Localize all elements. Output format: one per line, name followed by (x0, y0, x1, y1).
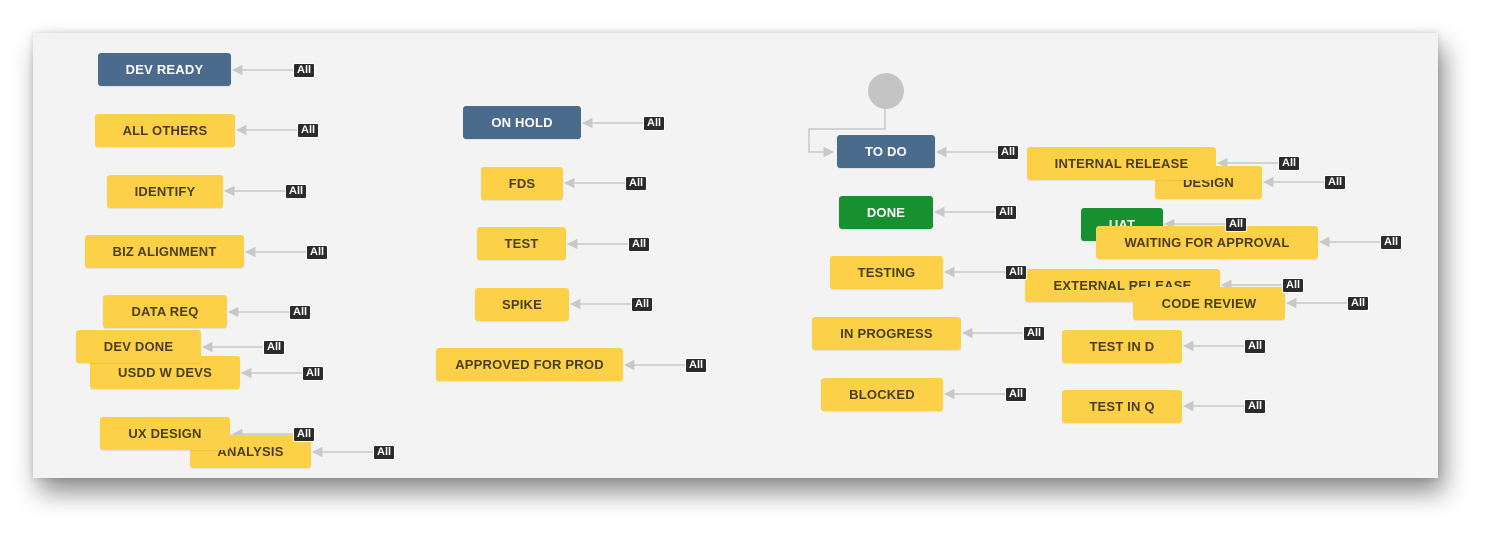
connector-start-to-to-do (808, 107, 886, 158)
status-code-review[interactable]: CODE REVIEW (1133, 287, 1285, 320)
status-in-progress[interactable]: IN PROGRESS (812, 317, 961, 350)
status-internal-release[interactable]: INTERNAL RELEASE (1027, 147, 1216, 180)
all-transition-tag-internal-release[interactable]: All (1278, 156, 1301, 171)
all-transition-tag-biz-alignment[interactable]: All (306, 245, 329, 260)
status-test[interactable]: TEST (477, 227, 566, 260)
all-transition-tag-design[interactable]: All (1324, 175, 1347, 190)
status-biz-alignment[interactable]: BIZ ALIGNMENT (85, 235, 244, 268)
status-identify[interactable]: IDENTIFY (107, 175, 223, 208)
all-transition-tag-blocked[interactable]: All (1005, 387, 1028, 402)
all-transition-tag-identify[interactable]: All (285, 184, 308, 199)
all-transition-tag-usdd-w-devs[interactable]: All (302, 366, 325, 381)
all-transition-tag-testing[interactable]: All (1005, 265, 1028, 280)
all-transition-tag-code-review[interactable]: All (1347, 296, 1370, 311)
connector-layer (201, 64, 1380, 458)
status-dev-ready[interactable]: DEV READY (98, 53, 231, 86)
status-dev-done[interactable]: DEV DONE (76, 330, 201, 363)
status-testing[interactable]: TESTING (830, 256, 943, 289)
status-blocked[interactable]: BLOCKED (821, 378, 943, 411)
status-spike[interactable]: SPIKE (475, 288, 569, 321)
all-transition-tag-approved-for-prod[interactable]: All (685, 358, 708, 373)
all-transition-tag-analysis[interactable]: All (373, 445, 396, 460)
all-transition-tag-on-hold[interactable]: All (643, 116, 666, 131)
all-transition-tag-test-in-q[interactable]: All (1244, 399, 1267, 414)
all-transition-tag-uat[interactable]: All (1225, 217, 1248, 232)
status-test-in-d[interactable]: TEST IN D (1062, 330, 1182, 363)
all-transition-tag-dev-done[interactable]: All (263, 340, 286, 355)
status-done[interactable]: DONE (839, 196, 933, 229)
all-transition-tag-to-do[interactable]: All (997, 145, 1020, 160)
all-transition-tag-in-progress[interactable]: All (1023, 326, 1046, 341)
all-transition-tag-done[interactable]: All (995, 205, 1018, 220)
status-ux-design[interactable]: UX DESIGN (100, 417, 230, 450)
status-approved-for-prod[interactable]: APPROVED FOR PROD (436, 348, 623, 381)
all-transition-tag-fds[interactable]: All (625, 176, 648, 191)
status-waiting-for-approval[interactable]: WAITING FOR APPROVAL (1096, 226, 1318, 259)
status-to-do[interactable]: TO DO (837, 135, 935, 168)
start-node[interactable] (868, 73, 904, 109)
all-transition-tag-spike[interactable]: All (631, 297, 654, 312)
all-transition-tag-all-others[interactable]: All (297, 123, 320, 138)
all-transition-tag-external-release[interactable]: All (1282, 278, 1305, 293)
status-fds[interactable]: FDS (481, 167, 563, 200)
status-data-req[interactable]: DATA REQ (103, 295, 227, 328)
status-all-others[interactable]: ALL OTHERS (95, 114, 235, 147)
all-transition-tag-waiting-for-approval[interactable]: All (1380, 235, 1403, 250)
all-transition-tag-data-req[interactable]: All (289, 305, 312, 320)
all-transition-tag-dev-ready[interactable]: All (293, 63, 316, 78)
all-transition-tag-test-in-d[interactable]: All (1244, 339, 1267, 354)
status-test-in-q[interactable]: TEST IN Q (1062, 390, 1182, 423)
all-transition-tag-ux-design[interactable]: All (293, 427, 316, 442)
workflow-diagram-canvas: DEV READY ALL OTHERS IDENTIFY BIZ ALIGNM… (33, 33, 1438, 478)
status-on-hold[interactable]: ON HOLD (463, 106, 581, 139)
all-transition-tag-test[interactable]: All (628, 237, 651, 252)
